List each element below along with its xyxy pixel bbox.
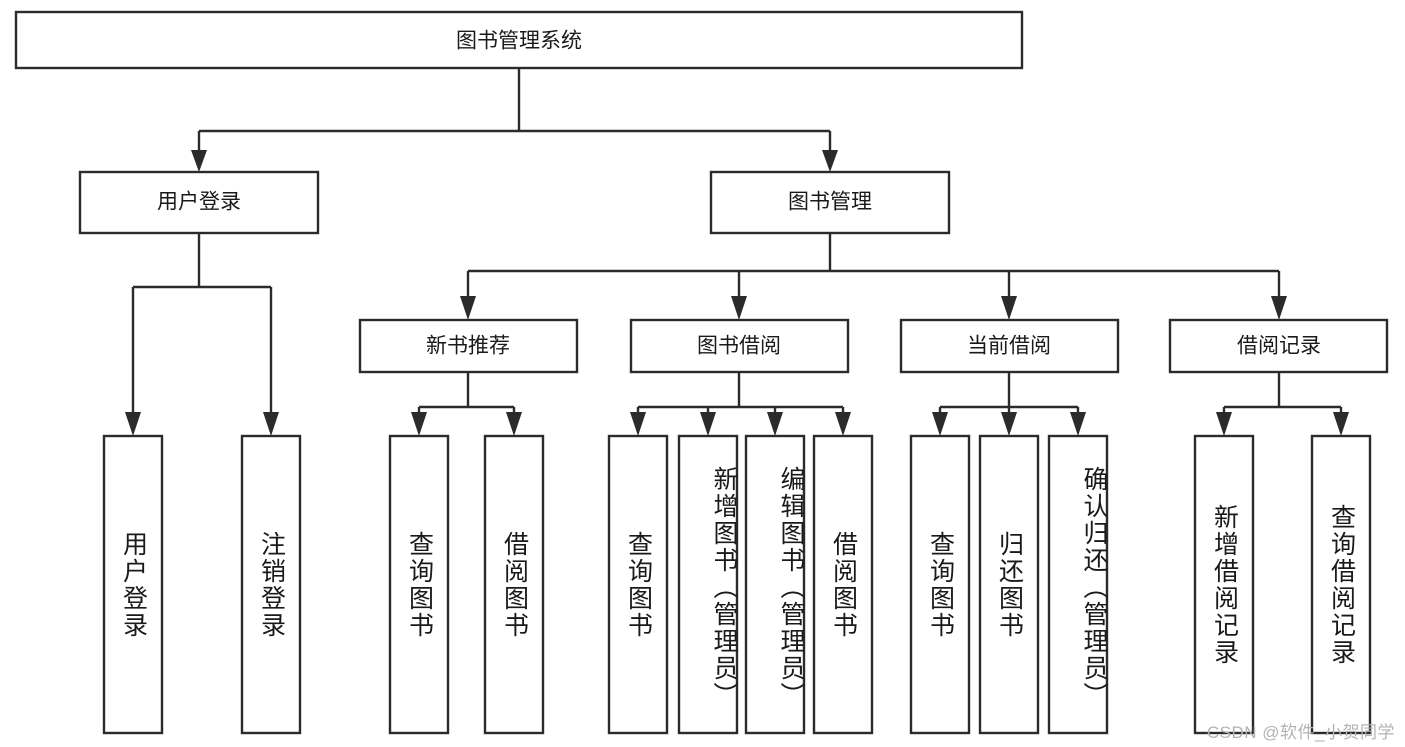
leaf-box-query-book-1[interactable] (388, 434, 450, 735)
leaf-box-add-borrow-record[interactable] (1193, 434, 1255, 735)
node-layer: 图书管理系统 用户登录 图书管理 新书推荐 图书借阅 当前借阅 借阅记录 (14, 10, 1389, 735)
node-new-book-recommend-box[interactable] (358, 318, 579, 374)
leaf-box-logout[interactable] (240, 434, 302, 735)
arrow-borrow-leaf-2 (700, 412, 716, 436)
node-user-login-label: 用户登录 (157, 191, 241, 214)
node-current-borrow-box[interactable] (899, 318, 1120, 374)
arrow-current-leaf-1 (932, 412, 948, 436)
arrow-leaf-logout (263, 412, 279, 436)
arrow-user-login (191, 150, 207, 172)
arrow-record-leaf-2 (1333, 412, 1349, 436)
leaf-box-query-borrow-record[interactable] (1310, 434, 1372, 735)
leaf-box-return-book[interactable] (978, 434, 1040, 735)
node-current-borrow-label: 当前借阅 (967, 335, 1051, 358)
node-new-book-recommend-label: 新书推荐 (426, 335, 510, 358)
leaf-box-user-login[interactable] (102, 434, 164, 735)
node-book-borrow-box[interactable] (629, 318, 850, 374)
arrow-record (1271, 296, 1287, 320)
node-root-label: 图书管理系统 (456, 30, 582, 53)
arrow-borrow-leaf-1 (630, 412, 646, 436)
leaf-box-borrow-book-1[interactable] (483, 434, 545, 735)
arrow-newbook-leaf-2 (506, 412, 522, 436)
leaf-box-add-book-admin[interactable] (677, 434, 739, 735)
arrow-borrow-leaf-3 (767, 412, 783, 436)
node-book-management-label: 图书管理 (788, 191, 872, 214)
leaf-box-edit-book-admin[interactable] (744, 434, 806, 735)
leaf-box-query-book-2[interactable] (607, 434, 669, 735)
arrow-current (1001, 296, 1017, 320)
arrow-current-leaf-3 (1070, 412, 1086, 436)
connector-layer (125, 68, 1349, 436)
leaf-box-query-book-3[interactable] (909, 434, 971, 735)
arrow-borrow-leaf-4 (835, 412, 851, 436)
node-root-box[interactable] (14, 10, 1024, 70)
leaf-box-borrow-book-2[interactable] (812, 434, 874, 735)
arrow-book-mgmt (822, 150, 838, 172)
node-borrow-record-label: 借阅记录 (1237, 335, 1321, 358)
arrow-current-leaf-2 (1001, 412, 1017, 436)
arrow-borrow (731, 296, 747, 320)
node-user-login-box[interactable] (78, 170, 320, 235)
node-book-borrow-label: 图书借阅 (697, 335, 781, 358)
node-borrow-record-box[interactable] (1168, 318, 1389, 374)
node-book-management-box[interactable] (709, 170, 951, 235)
arrow-newbook-leaf-1 (411, 412, 427, 436)
leaf-box-confirm-return-admin[interactable] (1047, 434, 1109, 735)
arrow-newbook (460, 296, 476, 320)
arrow-record-leaf-1 (1216, 412, 1232, 436)
arrow-leaf-user-login (125, 412, 141, 436)
watermark: CSDN @软件_小贺同学 (1206, 723, 1395, 742)
